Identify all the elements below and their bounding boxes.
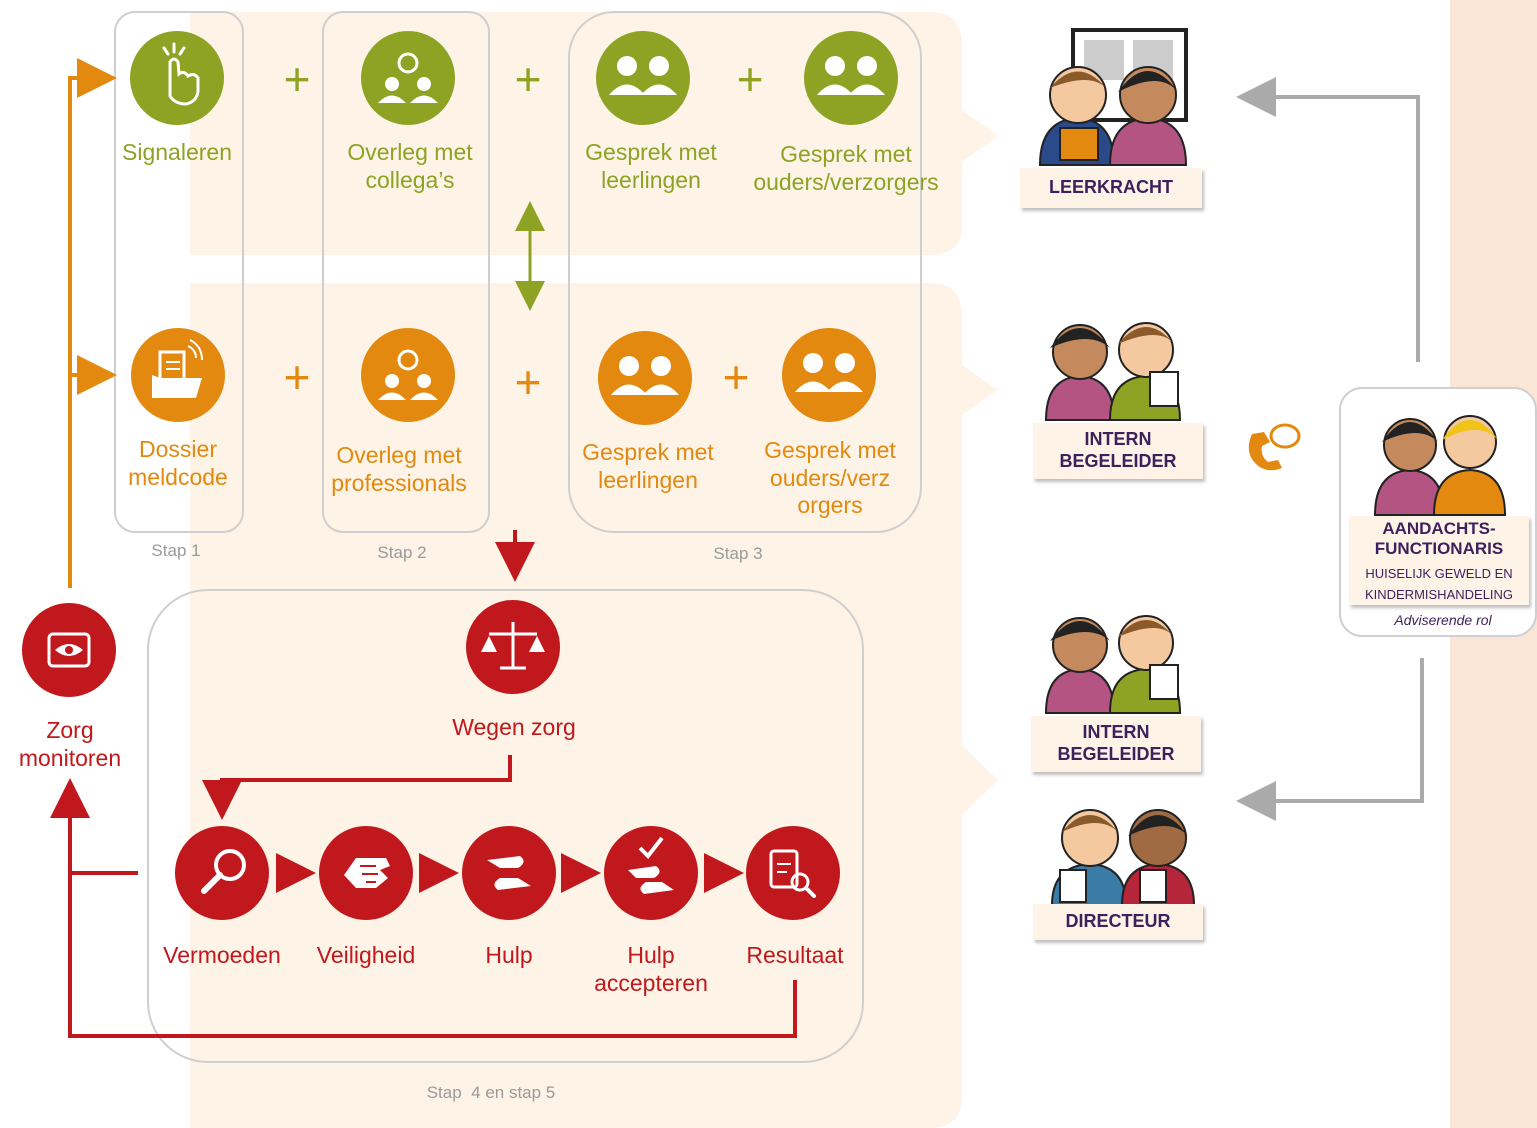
label-overleg-professionals: Overleg met professionals	[331, 442, 467, 496]
arrow-wegen-to-vermoeden	[202, 755, 512, 820]
two-people-icon	[782, 328, 876, 422]
two-people-icon	[804, 31, 898, 125]
aandacht-role: Adviserende rol	[1394, 612, 1492, 628]
step-label: Stap 1	[151, 541, 201, 560]
aandacht-label-box: AANDACHTS- FUNCTIONARIS HUISELIJK GEWELD…	[1349, 516, 1529, 605]
plus-sign: +	[736, 53, 764, 105]
phone-chat-icon	[1248, 423, 1301, 471]
aandacht-illustration	[1373, 415, 1507, 516]
arrow-to-signaleren	[68, 58, 117, 588]
group-icon	[361, 328, 455, 422]
aandacht-subtitle: HUISELIJK GEWELD EN KINDERMISHANDELING	[1364, 566, 1514, 602]
label-resultaat: Resultaat	[746, 942, 844, 968]
step-label: Stap 2	[377, 543, 427, 562]
label-gesprek-leerlingen: Gesprek met leerlingen	[585, 139, 717, 193]
label-vermoeden: Vermoeden	[163, 942, 281, 968]
plus-sign: +	[514, 53, 542, 105]
label-gesprek-leerlingen: Gesprek met leerlingen	[582, 439, 714, 493]
intern-begeleider-illustration-2	[1044, 615, 1182, 714]
intern-begeleider-illustration-1	[1044, 322, 1182, 421]
label-dossier-meldcode: Dossier meldcode	[128, 436, 228, 490]
step-label: Stap 4 en stap 5	[426, 1083, 556, 1102]
arrow-to-directeur	[1236, 658, 1424, 821]
role-leerkracht: LEERKRACHT	[1020, 168, 1202, 208]
plus-sign: +	[283, 53, 311, 105]
step1-box	[114, 11, 244, 533]
hands-icon	[319, 826, 413, 920]
label-hulp: Hulp	[485, 942, 533, 968]
plus-sign: +	[722, 351, 750, 403]
aandacht-title: AANDACHTS- FUNCTIONARIS	[1374, 519, 1504, 559]
label-veiligheid: Veiligheid	[316, 942, 416, 968]
label-gesprek-ouders: Gesprek met ouders/verz orgers	[764, 437, 896, 519]
arrow-to-leerkracht	[1236, 77, 1420, 362]
plus-sign: +	[283, 351, 311, 403]
directeur-illustration	[1050, 809, 1196, 906]
accept-hand-icon	[604, 826, 698, 920]
two-people-icon	[598, 331, 692, 425]
label-gesprek-ouders: Gesprek met ouders/verzorgers	[753, 141, 939, 195]
leerkracht-illustration	[1038, 28, 1188, 166]
role-intern-begeleider: INTERN BEGELEIDER	[1033, 423, 1203, 479]
eye-monitor-icon	[22, 603, 116, 697]
group-icon	[361, 31, 455, 125]
label-hulp-accepteren: Hulp accepteren	[594, 942, 708, 996]
role-directeur: DIRECTEUR	[1033, 904, 1203, 940]
pointing-hand-icon	[130, 31, 224, 125]
step2-box	[322, 11, 490, 533]
step45-box	[147, 589, 864, 1063]
step-label: Stap 3	[713, 544, 763, 563]
label-overleg-collegas: Overleg met collega’s	[347, 139, 473, 193]
plus-sign: +	[514, 356, 542, 408]
two-people-icon	[596, 31, 690, 125]
step3-box	[568, 11, 922, 533]
clipboard-search-icon	[746, 826, 840, 920]
folder-document-icon	[131, 328, 225, 422]
role-intern-begeleider: INTERN BEGELEIDER	[1031, 716, 1201, 772]
label-wegen-zorg: Wegen zorg	[452, 714, 576, 740]
magnifier-icon	[175, 826, 269, 920]
label-zorg-monitoren: Zorg monitoren	[18, 717, 122, 771]
arrow-feedback-loop	[50, 778, 797, 1038]
scales-icon	[466, 600, 560, 694]
helping-hands-icon	[462, 826, 556, 920]
label-signaleren: Signaleren	[122, 139, 232, 165]
